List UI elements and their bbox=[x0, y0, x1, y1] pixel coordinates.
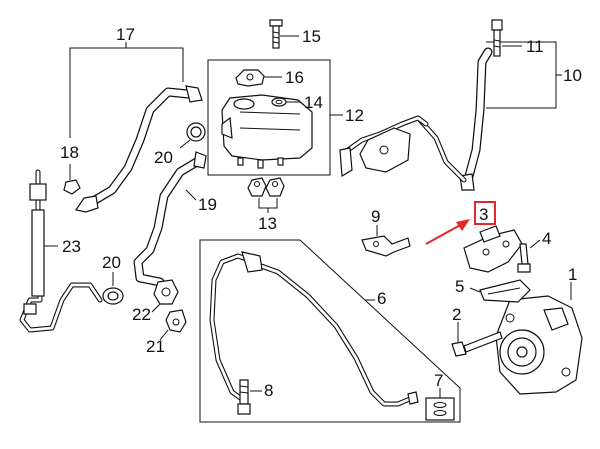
label-12: 12 bbox=[345, 106, 364, 125]
label-15: 15 bbox=[302, 27, 321, 46]
label-8: 8 bbox=[264, 381, 273, 400]
label-4: 4 bbox=[542, 229, 551, 248]
metal-line-assembly[interactable] bbox=[339, 115, 429, 178]
bracket-21[interactable] bbox=[165, 309, 187, 333]
label-1: 1 bbox=[568, 265, 577, 284]
label-22: 22 bbox=[132, 305, 151, 324]
fitting-11[interactable] bbox=[491, 19, 503, 57]
supply-hose-10[interactable] bbox=[417, 47, 493, 191]
label-3: 3 bbox=[479, 205, 488, 224]
label-19: 19 bbox=[198, 195, 217, 214]
label-5: 5 bbox=[455, 277, 464, 296]
bolt-2[interactable] bbox=[451, 331, 503, 357]
clamp-20-lower[interactable] bbox=[102, 287, 124, 305]
label-9: 9 bbox=[371, 207, 380, 226]
bracket-3[interactable] bbox=[463, 225, 523, 273]
label-7: 7 bbox=[434, 371, 443, 390]
label-6: 6 bbox=[377, 289, 386, 308]
clip-22[interactable] bbox=[153, 279, 179, 305]
highlight-arrow bbox=[425, 219, 470, 245]
label-20-lower: 20 bbox=[102, 253, 121, 272]
label-21: 21 bbox=[146, 337, 165, 356]
o-ring-kit-7[interactable] bbox=[425, 397, 455, 421]
reservoir-group-box bbox=[207, 59, 343, 176]
label-16: 16 bbox=[285, 68, 304, 87]
hose-kit-box bbox=[199, 239, 461, 423]
label-17: 17 bbox=[116, 25, 135, 44]
label-10: 10 bbox=[563, 66, 582, 85]
label-14: 14 bbox=[304, 93, 323, 112]
bracket-5[interactable] bbox=[479, 279, 531, 303]
cooler-tube-23[interactable] bbox=[19, 169, 103, 333]
label-11: 11 bbox=[526, 37, 544, 56]
pressure-line-6[interactable] bbox=[209, 251, 419, 407]
power-steering-pump[interactable] bbox=[495, 295, 583, 395]
bolt-4[interactable] bbox=[517, 243, 531, 273]
label-18: 18 bbox=[60, 143, 79, 162]
clamp-20-upper[interactable] bbox=[186, 122, 206, 142]
mount-grommets[interactable] bbox=[247, 177, 285, 197]
return-hose-17[interactable] bbox=[75, 85, 203, 213]
label-23: 23 bbox=[62, 237, 81, 256]
bolt-15[interactable] bbox=[269, 19, 283, 49]
cap-18[interactable] bbox=[63, 179, 81, 195]
reservoir-seal[interactable] bbox=[271, 97, 287, 107]
highlight-box bbox=[474, 201, 496, 225]
label-20-upper: 20 bbox=[154, 148, 173, 167]
label-2: 2 bbox=[452, 305, 461, 324]
reservoir-tank[interactable] bbox=[221, 94, 313, 169]
pressure-hose-19[interactable] bbox=[133, 151, 207, 287]
sensor-8[interactable] bbox=[237, 379, 251, 415]
bracket-9[interactable] bbox=[361, 235, 411, 257]
reservoir-cap[interactable] bbox=[235, 69, 265, 87]
label-13: 13 bbox=[258, 214, 277, 233]
